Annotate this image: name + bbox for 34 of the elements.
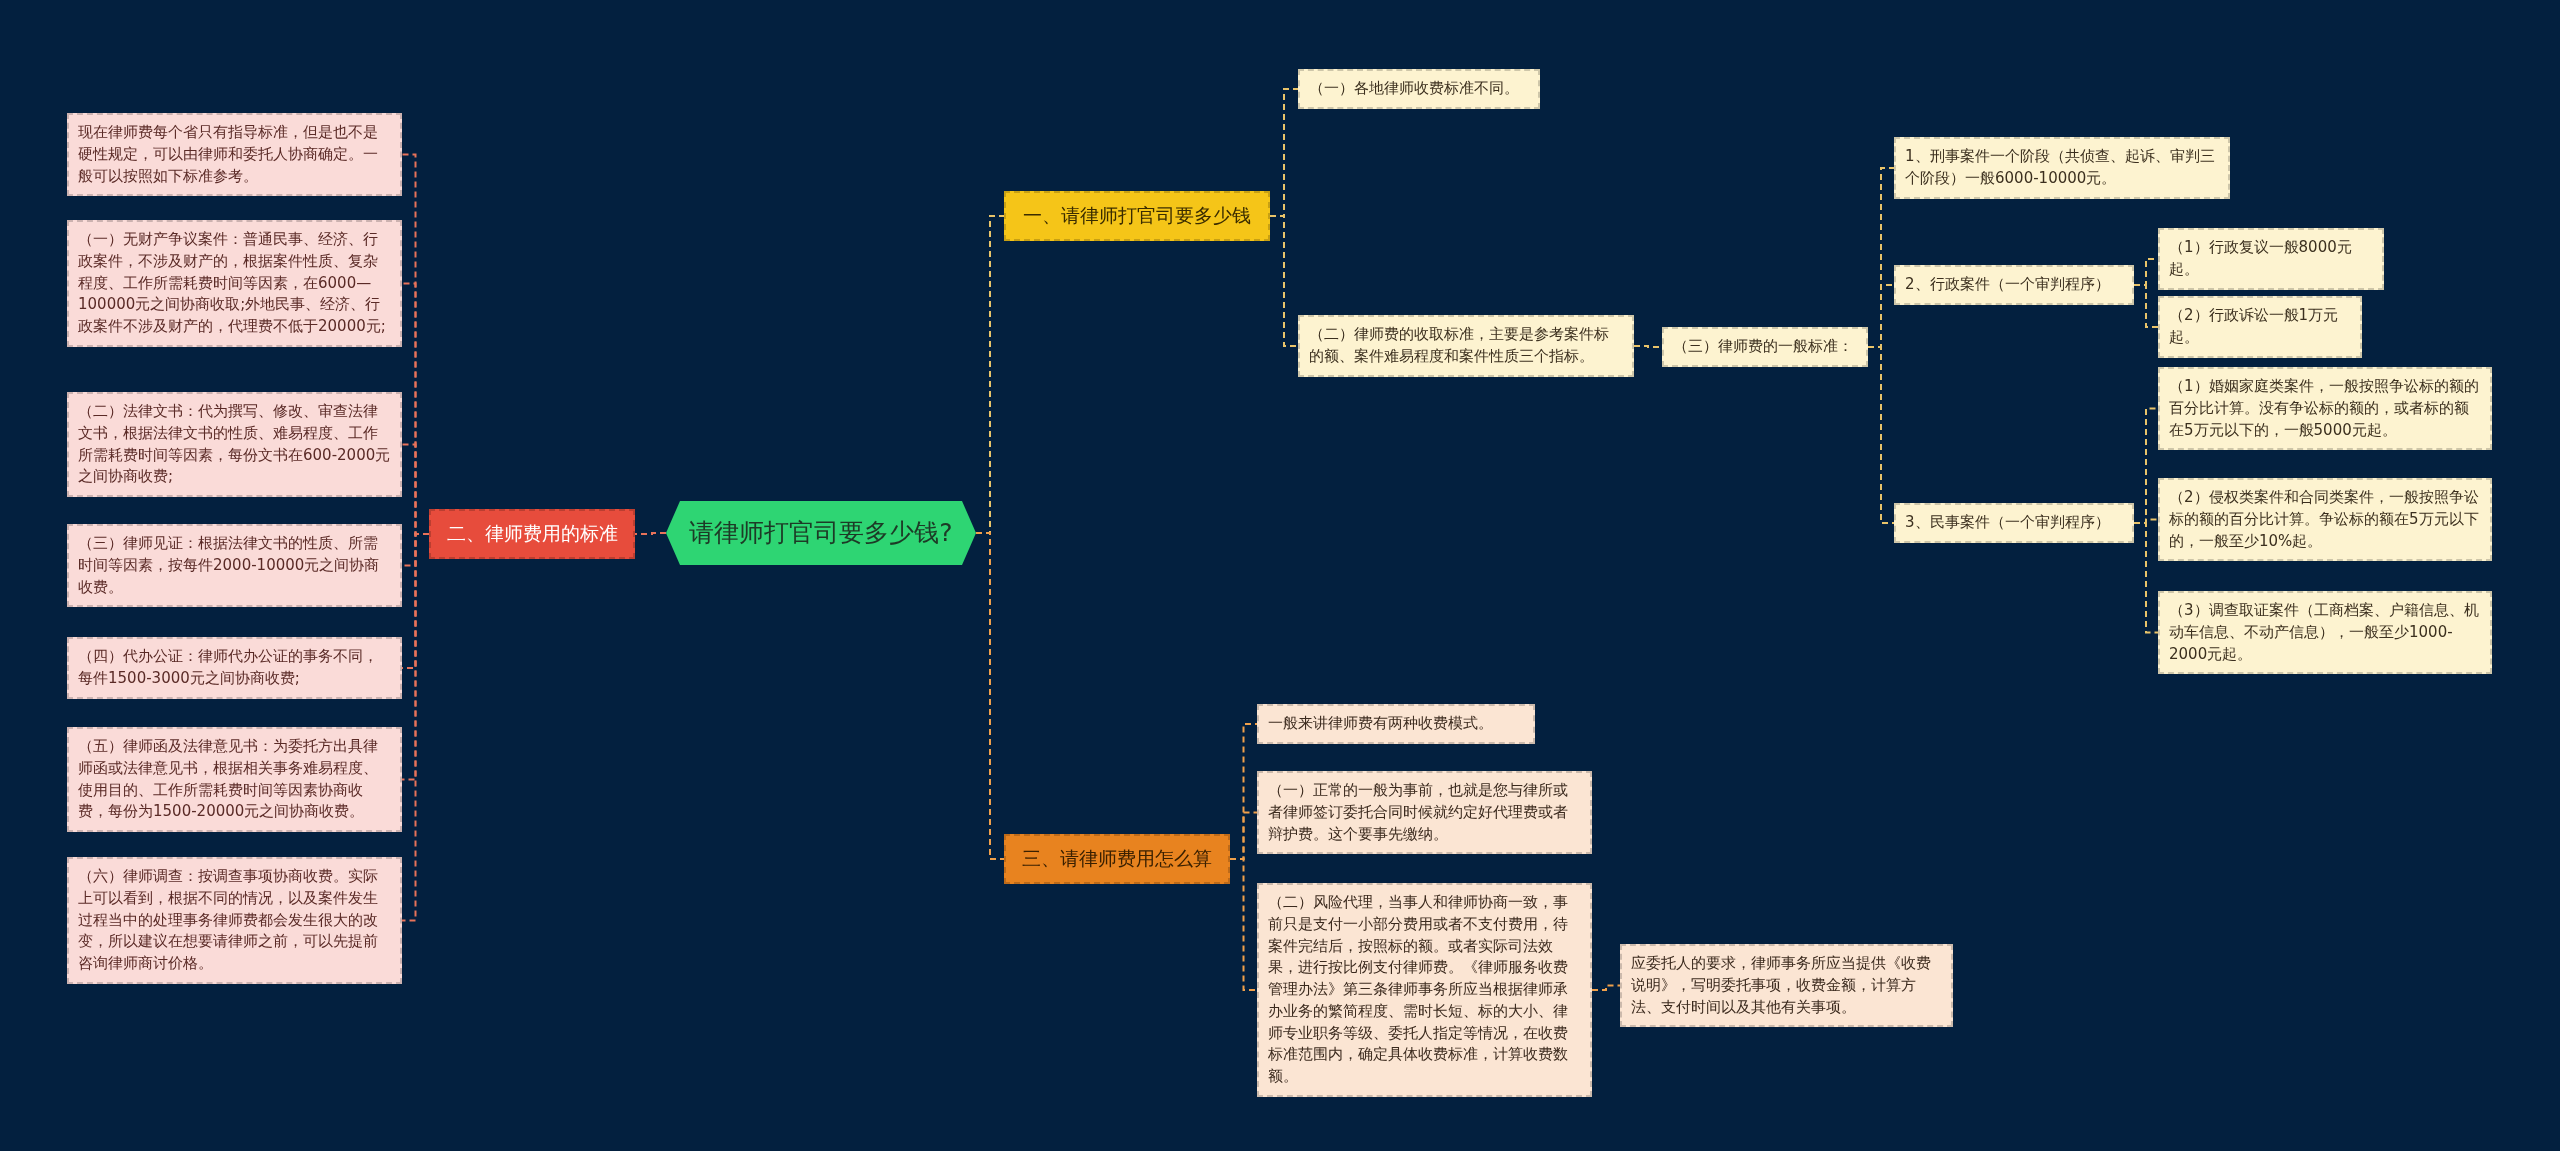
note-box: （三）律师费的一般标准：	[1662, 327, 1868, 367]
note-box: （二）律师费的收取标准，主要是参考案件标的额、案件难易程度和案件性质三个指标。	[1298, 315, 1634, 377]
connector-line	[2133, 284, 2159, 328]
note-box: 现在律师费每个省只有指导标准，但是也不是硬性规定，可以由律师和委托人协商确定。一般可以按照如下标准参考。	[67, 113, 402, 197]
note-box: （四）代办公证：律师代办公证的事务不同，每件1500-3000元之间协商收费;	[67, 637, 402, 699]
note-box: （二）风险代理，当事人和律师协商一致，事前只是支付一小部分费用或者不支付费用，待案件完结后，按照标的额。或者实际司法效果，进行按比例支付律师费。《律师服务收费管理办法》第三条律师事务所应当根据律师承办业务的繁简程度、需时长短、标的大小、律师专业职务等级、委托人指定等情况，在收费标准范围内，确定具体收费标准，计算收费数额。	[1257, 883, 1592, 1097]
note-box: 一般来讲律师费有两种收费模式。	[1257, 704, 1535, 744]
connector-line	[1867, 346, 1895, 524]
note-box: （三）律师见证：根据法律文书的性质、所需时间等因素，按每件2000-10000元之间协商收费。	[67, 524, 402, 608]
note-box: （一）各地律师收费标准不同。	[1298, 69, 1540, 109]
note-box: （二）法律文书：代为撰写、修改、审查法律文书，根据法律文书的性质、难易程度、工作所需耗费时间等因素，每份文书在600-2000元之间协商收费;	[67, 392, 402, 497]
note-box: （3）调查取证案件（工商档案、户籍信息、机动车信息、不动产信息），一般至少1000-2000元起。	[2158, 591, 2492, 675]
branch-topic: 二、律师费用的标准	[429, 509, 635, 559]
connector-line	[975, 532, 1005, 860]
note-box: （一）正常的一般为事前，也就是您与律所或者律师签订委托合同时候就约定好代理费或者辩护费。这个要事先缴纳。	[1257, 771, 1592, 855]
connector-line	[2133, 522, 2159, 634]
note-box: （2）侵权类案件和合同类案件，一般按照争讼标的额的百分比计算。争讼标的额在5万元以下的，一般至少10%起。	[2158, 478, 2492, 562]
note-box: 3、民事案件（一个审判程序）	[1894, 503, 2134, 543]
branch-topic: 一、请律师打官司要多少钱	[1004, 191, 1270, 241]
note-box: （一）无财产争议案件：普通民事、经济、行政案件，不涉及财产的，根据案件性质、复杂程度、工作所需耗费时间等因素，在6000—100000元之间协商收取;外地民事、经济、行政案件不涉及财产的，代理费不低于20000元;	[67, 220, 402, 347]
note-box: （1）行政复议一般8000元起。	[2158, 228, 2384, 290]
central-topic: 请律师打官司要多少钱?	[666, 501, 976, 565]
note-box: （五）律师函及法律意见书：为委托方出具律师函或法律意见书，根据相关事务难易程度、使用目的、工作所需耗费时间等因素协商收费，每份为1500-20000元之间协商收费。	[67, 727, 402, 832]
note-box: 应委托人的要求，律师事务所应当提供《收费说明》，写明委托事项，收费金额，计算方法、支付时间以及其他有关事项。	[1620, 944, 1953, 1028]
branch-topic: 三、请律师费用怎么算	[1004, 834, 1230, 884]
connector-line	[1269, 215, 1299, 347]
connector-line	[1591, 984, 1621, 991]
note-box: 1、刑事案件一个阶段（共侦查、起诉、审判三个阶段）一般6000-10000元。	[1894, 137, 2230, 199]
note-box: （2）行政诉讼一般1万元起。	[2158, 296, 2362, 358]
note-box: 2、行政案件（一个审判程序）	[1894, 265, 2134, 305]
note-box: （1）婚姻家庭类案件，一般按照争讼标的额的百分比计算。没有争讼标的额的，或者标的额在5万元以下的，一般5000元起。	[2158, 367, 2492, 451]
connector-line	[1229, 858, 1258, 991]
connector-line	[634, 532, 667, 535]
note-box: （六）律师调查：按调查事项协商收费。实际上可以看到，根据不同的情况，以及案件发生过程当中的处理事务律师费都会发生很大的改变，所以建议在想要请律师之前，可以先提前咨询律师商讨价格。	[67, 857, 402, 984]
